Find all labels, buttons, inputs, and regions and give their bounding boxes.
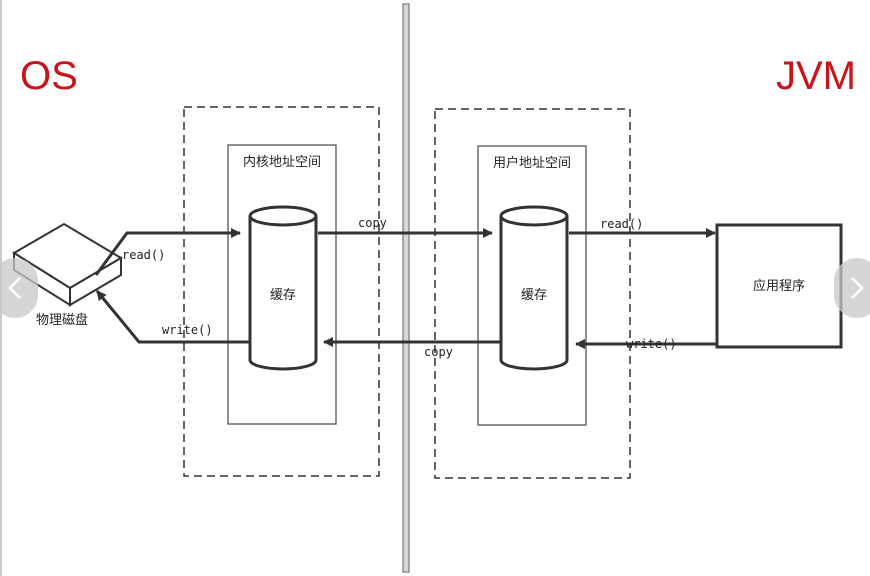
- application-box: [715, 223, 843, 349]
- kernel-space-label: 内核地址空间: [243, 154, 321, 170]
- chevron-left-icon: [8, 277, 21, 299]
- app-read-label: read(): [600, 217, 643, 231]
- user-cache-label: 缓存: [521, 288, 547, 303]
- user-space-box: [477, 145, 587, 426]
- user-cache-cylinder: [499, 205, 569, 371]
- prev-slide-button[interactable]: [0, 258, 38, 318]
- copy-bottom-label: copy: [424, 345, 453, 359]
- kernel-cache-cylinder: [248, 205, 318, 371]
- kernel-space-box: [227, 144, 337, 425]
- os-label: OS: [20, 54, 78, 98]
- user-dashed-box: [434, 108, 631, 479]
- jvm-label: JVM: [776, 54, 856, 98]
- copy-top-label: copy: [358, 216, 387, 230]
- disk-read-arrow: [94, 228, 241, 276]
- disk-label: 物理磁盘: [36, 312, 88, 328]
- app-write-label: write(): [626, 337, 677, 351]
- disk-write-label: write(): [162, 323, 213, 337]
- disk-read-label: read(): [122, 248, 165, 262]
- user-space-label: 用户地址空间: [493, 155, 571, 171]
- application-label: 应用程序: [753, 278, 805, 294]
- chevron-right-icon: [851, 277, 864, 299]
- kernel-cache-label: 缓存: [270, 288, 296, 303]
- kernel-dashed-box: [183, 106, 380, 477]
- os-jvm-divider: [402, 3, 410, 573]
- disk-write-arrow: [95, 290, 250, 344]
- next-slide-button[interactable]: [834, 258, 870, 318]
